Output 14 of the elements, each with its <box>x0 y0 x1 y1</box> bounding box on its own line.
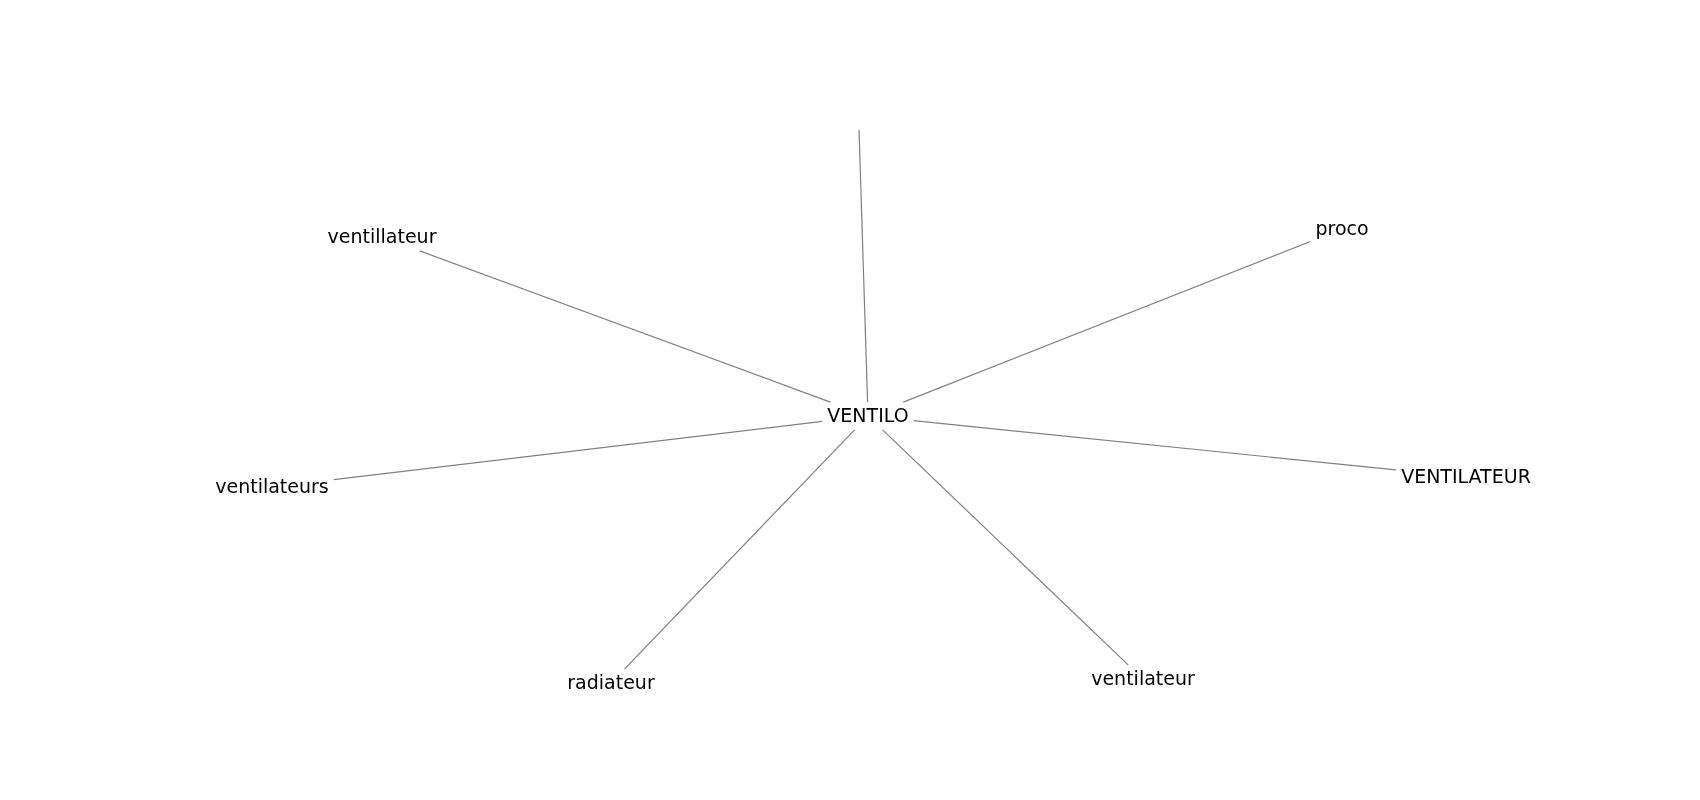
connector-line <box>623 429 856 670</box>
connector-line <box>913 420 1397 471</box>
word-label: VENTILATEUR <box>1398 465 1534 489</box>
word-label: proco <box>1312 217 1372 241</box>
word-label: VENTILO <box>824 404 912 428</box>
connector-line <box>882 429 1129 666</box>
connector-line <box>902 240 1311 403</box>
word-label: ventilateur <box>1088 667 1198 691</box>
word-label: ventillateur <box>324 225 440 249</box>
word-label: ventilateurs <box>212 475 332 499</box>
connector-line <box>858 129 869 403</box>
connector-line <box>333 420 823 481</box>
connector-line <box>419 250 831 403</box>
word-label: radiateur <box>564 671 658 695</box>
